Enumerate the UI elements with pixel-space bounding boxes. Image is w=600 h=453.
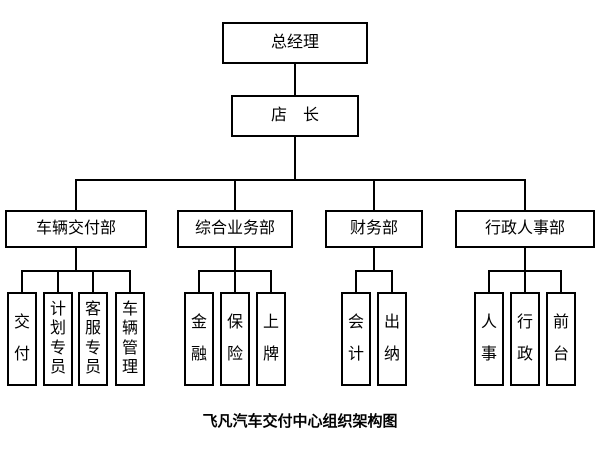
node-dept-general-business: 综合业务部	[177, 210, 293, 248]
connector-dept1-stem	[75, 248, 77, 272]
connector-drop-dept2	[234, 179, 236, 210]
node-insurance: 保险	[220, 292, 250, 386]
connector-dept2-stem	[234, 248, 236, 272]
node-general-manager: 总经理	[222, 22, 368, 64]
node-registration: 上牌	[256, 292, 286, 386]
connector-dept3-stem	[373, 248, 375, 272]
connector-dept4-stem	[524, 248, 526, 272]
node-store-manager: 店 长	[231, 95, 359, 137]
connector-dept1-rail	[21, 270, 131, 272]
connector-drop-leaf	[234, 270, 236, 292]
node-dept-vehicle-delivery: 车辆交付部	[5, 210, 147, 248]
connector-drop-leaf	[524, 270, 526, 292]
node-accounting: 会计	[341, 292, 371, 386]
node-cashier: 出纳	[377, 292, 407, 386]
connector-drop-dept3	[373, 179, 375, 210]
connector-drop-leaf	[57, 270, 59, 292]
connector-drop-leaf	[355, 270, 357, 292]
connector-store-stem	[294, 137, 296, 181]
connector-dept3-rail	[355, 270, 393, 272]
node-delivery: 交付	[7, 292, 37, 386]
connector-root-store	[294, 64, 296, 95]
node-finance-loans: 金融	[184, 292, 214, 386]
node-dept-admin-hr: 行政人事部	[455, 210, 595, 248]
node-vehicle-management: 车辆管理	[115, 292, 145, 386]
connector-drop-leaf	[488, 270, 490, 292]
connector-drop-leaf	[198, 270, 200, 292]
chart-title: 飞凡汽车交付中心组织架构图	[202, 413, 398, 430]
connector-drop-leaf	[92, 270, 94, 292]
connector-drop-leaf	[129, 270, 131, 292]
connector-drop-leaf	[21, 270, 23, 292]
node-hr: 人事	[474, 292, 504, 386]
node-admin: 行政	[510, 292, 540, 386]
node-dept-finance: 财务部	[325, 210, 423, 248]
connector-drop-leaf	[270, 270, 272, 292]
connector-drop-dept1	[75, 179, 77, 210]
node-customer-service-specialist: 客服专员	[78, 292, 108, 386]
connector-drop-dept4	[524, 179, 526, 210]
connector-drop-leaf	[391, 270, 393, 292]
connector-drop-leaf	[560, 270, 562, 292]
node-planning-specialist: 计划专员	[43, 292, 73, 386]
connector-depts-rail	[75, 179, 526, 181]
node-front-desk: 前台	[546, 292, 576, 386]
